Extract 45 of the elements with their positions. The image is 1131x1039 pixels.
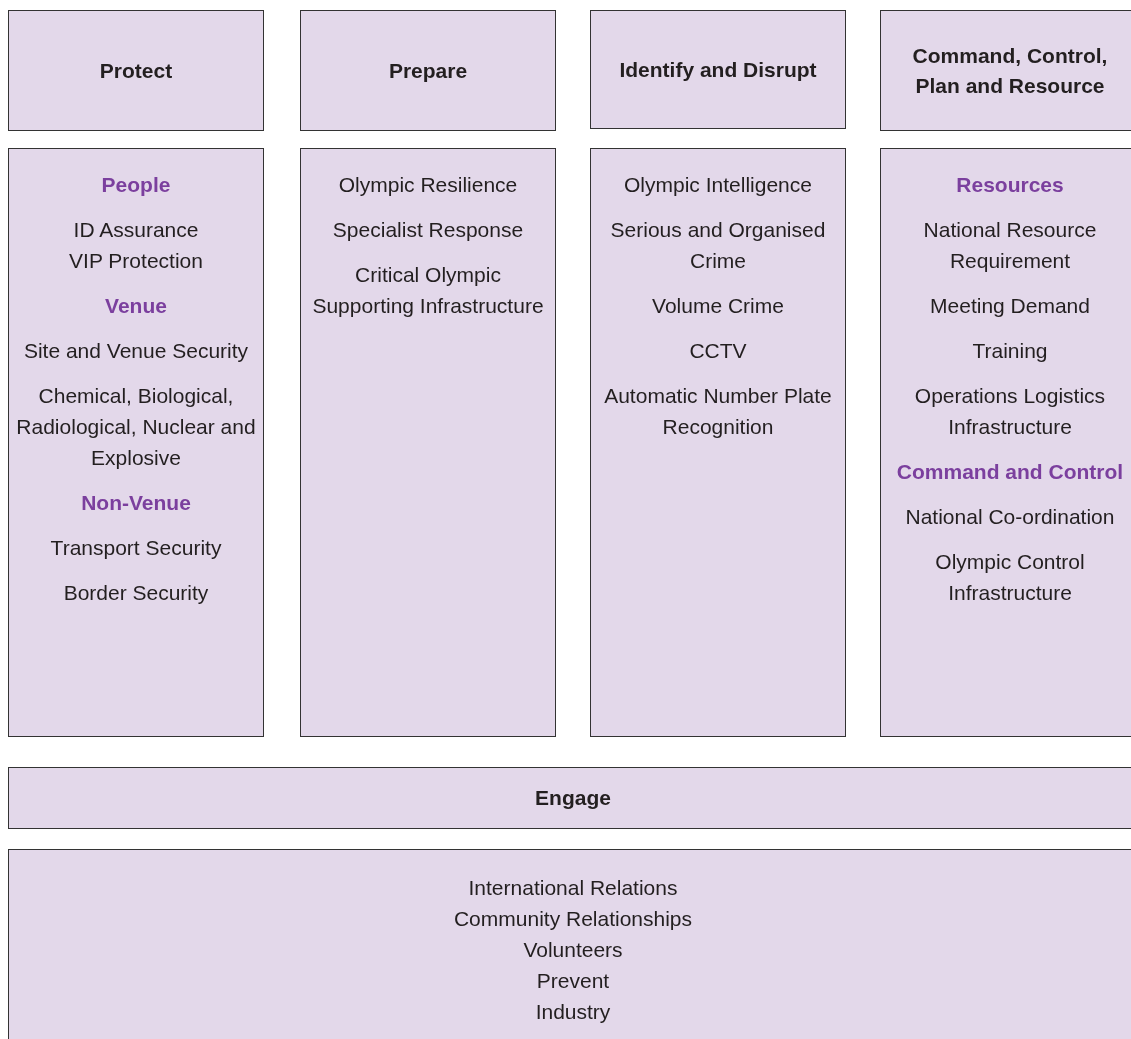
- item-text: Olympic Resilience: [337, 172, 519, 198]
- item-text: CCTV: [688, 338, 748, 364]
- item-text: Automatic Number Plate Recognition: [603, 383, 833, 440]
- item-text: Specialist Response: [331, 217, 525, 243]
- item-text: National Co-ordination: [904, 504, 1116, 530]
- category-content-panel: [590, 148, 846, 737]
- item-text: National Resource Requirement: [922, 217, 1098, 274]
- category-content-panel: [8, 849, 1131, 1039]
- item-text: Critical Olympic Supporting Infrastructure: [311, 262, 545, 319]
- category-header-box: [300, 10, 556, 131]
- category-content-panel: [300, 148, 556, 737]
- item-text: Olympic Control Infrastructure: [934, 549, 1086, 606]
- category-header-box: [8, 10, 264, 131]
- subheading: Resources: [955, 172, 1065, 198]
- category-header-box: [8, 767, 1131, 829]
- category-title: Identify and Disrupt: [619, 56, 817, 83]
- item-text: Operations Logistics Infrastructure: [913, 383, 1107, 440]
- category-content-panel: [880, 148, 1131, 737]
- category-header-box: [880, 10, 1131, 131]
- item-text: Chemical, Biological, Radiological, Nuclear and Explosive: [15, 383, 257, 471]
- item-text: Prevent: [535, 968, 611, 994]
- item-text: Volunteers: [522, 937, 624, 963]
- item-text: International Relations: [467, 875, 679, 901]
- subheading: People: [100, 172, 172, 198]
- item-text: Border Security: [62, 580, 210, 606]
- category-header-box: [590, 10, 846, 129]
- item-text: Serious and Organised Crime: [609, 217, 827, 274]
- category-title: Engage: [535, 785, 611, 811]
- item-text: Transport Security: [49, 535, 223, 561]
- item-text: Site and Venue Security: [22, 338, 250, 364]
- item-text: Olympic Intelligence: [623, 172, 813, 198]
- subheading: Command and Control: [895, 459, 1125, 485]
- category-title: Protect: [99, 57, 173, 84]
- item-text: Volume Crime: [651, 293, 785, 319]
- item-text: Meeting Demand: [929, 293, 1091, 319]
- category-title: Prepare: [388, 57, 468, 84]
- item-text: Training: [971, 338, 1049, 364]
- item-text: Industry: [534, 999, 612, 1025]
- item-text: ID Assurance: [72, 217, 200, 243]
- category-title: Command, Control, Plan and Resource: [911, 42, 1109, 99]
- category-content-panel: [8, 148, 264, 737]
- subheading: Non-Venue: [80, 490, 192, 516]
- subheading: Venue: [104, 293, 168, 319]
- item-text: Community Relationships: [452, 906, 694, 932]
- item-text: VIP Protection: [68, 248, 204, 274]
